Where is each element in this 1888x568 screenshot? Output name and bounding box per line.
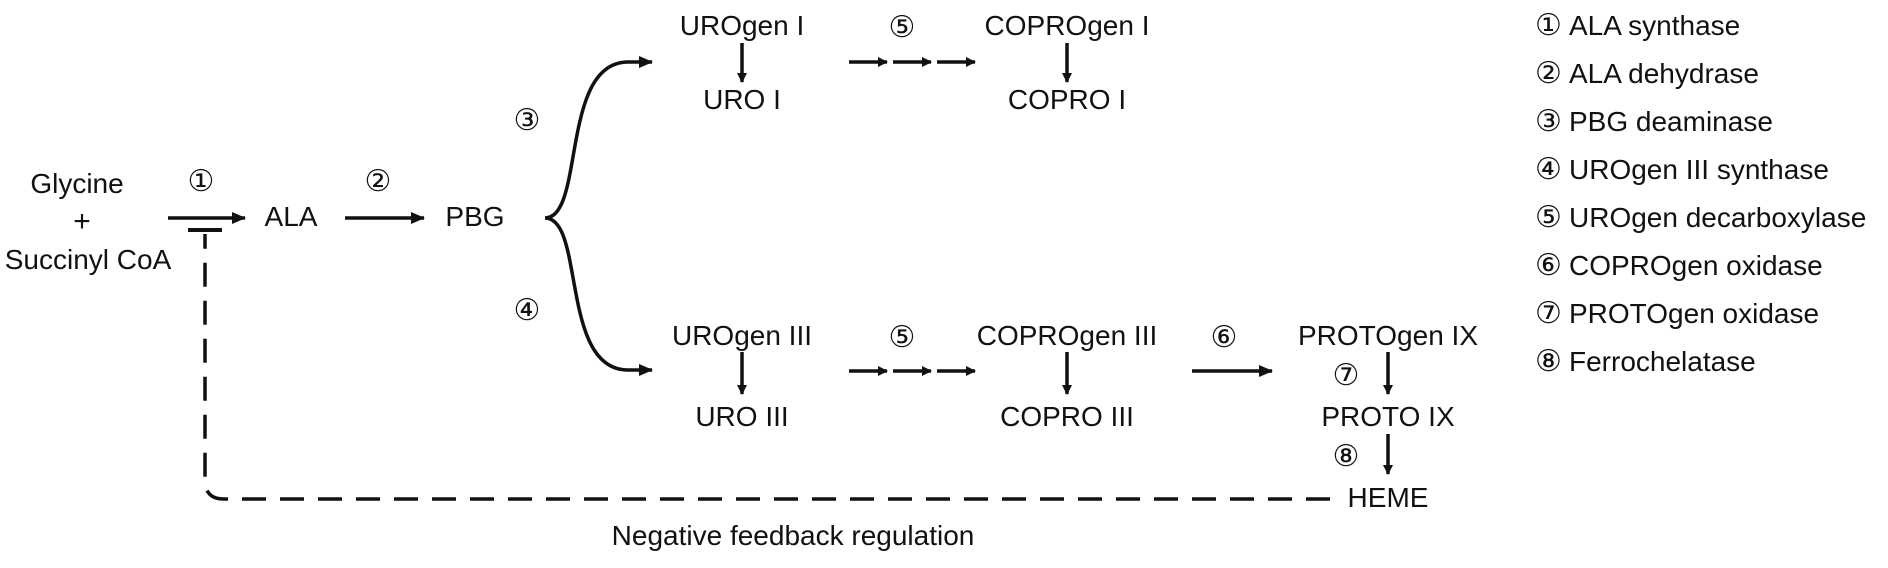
step-4-marker: ④ — [513, 294, 541, 327]
legend-enzyme: ALA dehydrase — [1569, 58, 1759, 89]
urogen-3-label: UROgen III — [671, 320, 813, 351]
branch-to-urogen-1 — [544, 56, 653, 220]
glycine-label: Glycine — [30, 168, 124, 199]
legend-enzyme: ALA synthase — [1569, 10, 1741, 41]
succinyl-coa-label: Succinyl CoA — [4, 244, 172, 275]
proto-9-label: PROTO IX — [1321, 401, 1455, 432]
legend-enzyme: UROgen decarboxylase — [1569, 202, 1867, 233]
legend-enzyme: COPROgen oxidase — [1569, 250, 1823, 281]
legend-num: ⑦ — [1535, 297, 1562, 330]
step-1-marker: ① — [187, 165, 215, 198]
heme-label: HEME — [1347, 482, 1429, 513]
urogen-1-label: UROgen I — [679, 10, 805, 41]
plus-sign: + — [73, 205, 91, 238]
legend-enzyme: PROTOgen oxidase — [1569, 298, 1820, 329]
coprogen-3-label: COPROgen III — [976, 320, 1158, 351]
ala-label: ALA — [264, 201, 318, 232]
legend-num: ③ — [1535, 105, 1562, 138]
copro-3-label: COPRO III — [1000, 401, 1134, 432]
uro-1-label: URO I — [703, 84, 781, 115]
legend-num: ⑧ — [1535, 345, 1562, 378]
feedback-caption: Negative feedback regulation — [611, 520, 975, 551]
step-6-marker: ⑥ — [1210, 321, 1238, 354]
legend-num: ① — [1535, 9, 1562, 42]
protogen-9-label: PROTOgen IX — [1297, 320, 1479, 351]
step-5-marker-top: ⑤ — [888, 11, 916, 44]
feedback-dashed-line — [203, 234, 1330, 501]
step-8-marker: ⑧ — [1332, 440, 1360, 473]
step-5-marker-bottom: ⑤ — [888, 321, 916, 354]
legend-enzyme: PBG deaminase — [1569, 106, 1773, 137]
legend-num: ⑤ — [1535, 201, 1562, 234]
coprogen-1-label: COPROgen I — [984, 10, 1150, 41]
uro-3-label: URO III — [695, 401, 789, 432]
legend-num: ⑥ — [1535, 249, 1562, 282]
pbg-label: PBG — [445, 201, 505, 232]
step-3-marker: ③ — [513, 104, 541, 137]
step-7-marker: ⑦ — [1332, 359, 1360, 392]
legend-enzyme: UROgen III synthase — [1569, 154, 1829, 185]
legend-enzyme: Ferrochelatase — [1569, 346, 1756, 377]
step-2-marker: ② — [364, 165, 392, 198]
branch-to-urogen-3 — [544, 216, 653, 376]
legend-num: ② — [1535, 57, 1562, 90]
copro-1-label: COPRO I — [1007, 84, 1127, 115]
legend-num: ④ — [1535, 153, 1562, 186]
